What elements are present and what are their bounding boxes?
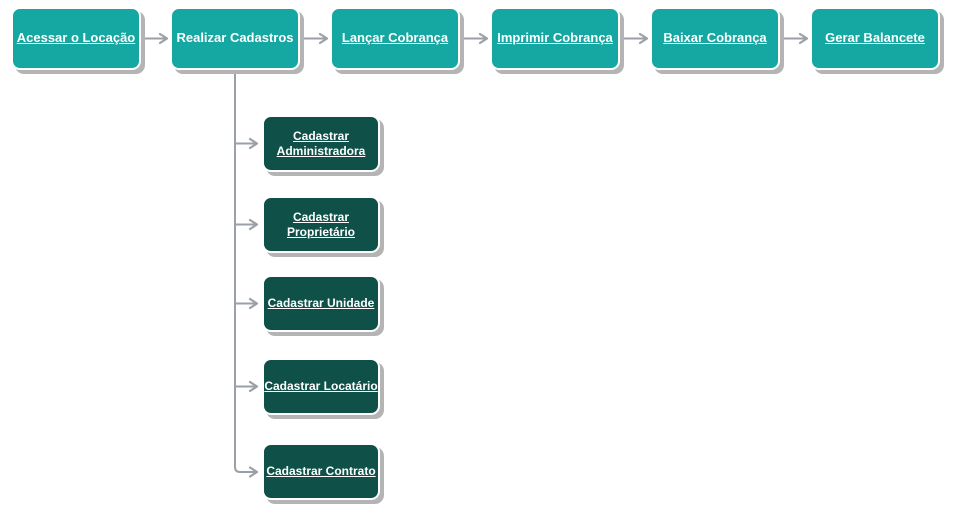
flow-node-cadastrar-proprietario[interactable]: Cadastrar Proprietário (262, 196, 380, 253)
flow-node-acessar-o-locacao[interactable]: Acessar o Locação (11, 7, 141, 70)
flow-node-cadastrar-locatario[interactable]: Cadastrar Locatário (262, 358, 380, 415)
flow-node-gerar-balancete[interactable]: Gerar Balancete (810, 7, 940, 70)
flow-node-imprimir-cobranca[interactable]: Imprimir Cobrança (490, 7, 620, 70)
connector-trunk-branch-contrato (234, 71, 259, 478)
flow-node-cadastrar-unidade[interactable]: Cadastrar Unidade (262, 275, 380, 332)
flow-node-cadastrar-contrato[interactable]: Cadastrar Contrato (262, 443, 380, 500)
flow-node-lancar-cobranca[interactable]: Lançar Cobrança (330, 7, 460, 70)
flow-node-cadastrar-administradora[interactable]: Cadastrar Administradora (262, 115, 380, 172)
flow-node-realizar-cadastros: Realizar Cadastros (170, 7, 300, 70)
flow-node-baixar-cobranca[interactable]: Baixar Cobrança (650, 7, 780, 70)
